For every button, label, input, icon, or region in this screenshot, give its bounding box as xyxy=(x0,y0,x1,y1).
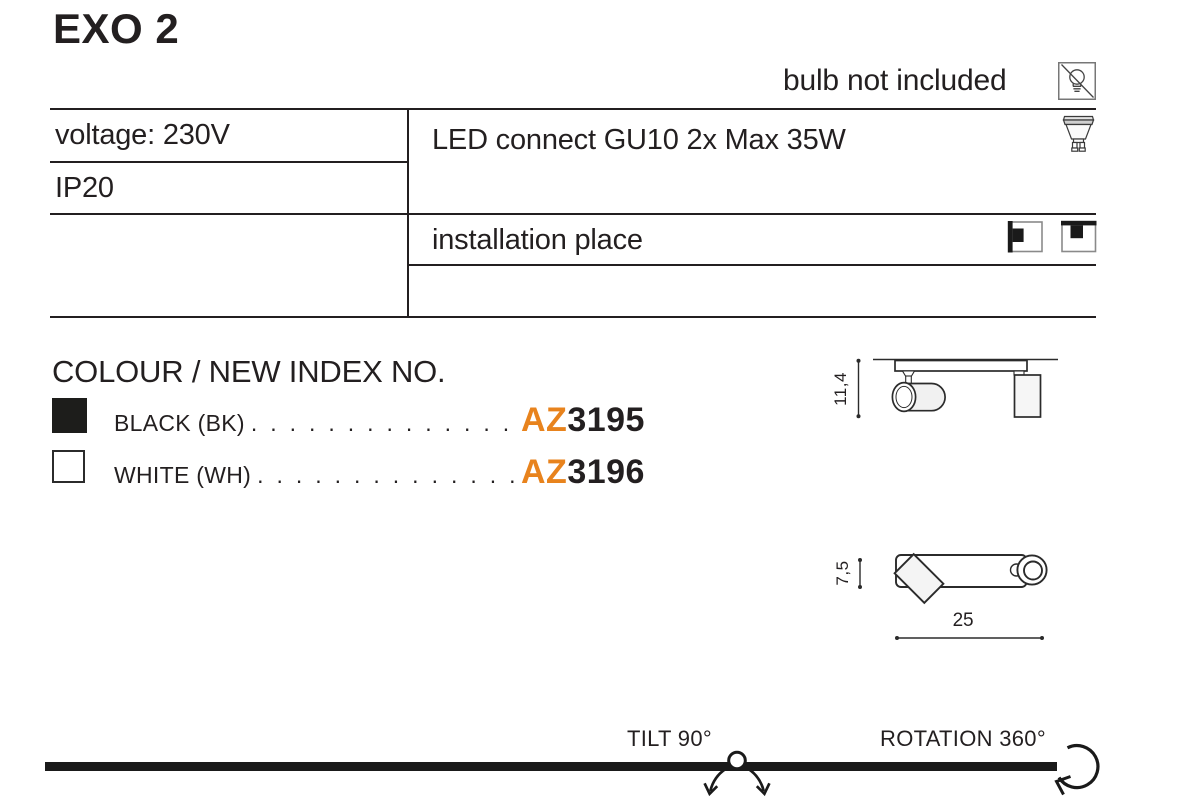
page-title: EXO 2 xyxy=(53,5,180,52)
black-code-prefix: AZ xyxy=(521,401,568,439)
rotation-icon xyxy=(1054,744,1100,796)
top-view-drawing xyxy=(858,552,1048,640)
colour-row-black-label: BLACK (BK). . . . . . . . . . . . . . . xyxy=(114,410,529,437)
table-mid-rule xyxy=(50,213,1096,215)
colour-row-white-label: WHITE (WH). . . . . . . . . . . . . . xyxy=(114,462,516,489)
table-bottom-rule xyxy=(50,316,1096,318)
black-swatch xyxy=(52,398,87,433)
front-view-height-dim: 11,4 xyxy=(831,372,850,406)
white-label: WHITE (WH) xyxy=(114,462,252,488)
front-view-drawing xyxy=(856,358,1058,419)
spec-installation: installation place xyxy=(432,224,643,256)
colour-row-white-code: AZ3196 xyxy=(521,453,645,492)
tilt-icon xyxy=(703,750,771,797)
footer-bar xyxy=(45,762,1057,771)
black-dots: . . . . . . . . . . . . . . . xyxy=(250,410,529,436)
top-view-width-dim: 25 xyxy=(952,610,974,631)
wall-mount-icon xyxy=(1007,221,1043,253)
gu10-bulb-icon xyxy=(1062,115,1095,152)
white-swatch xyxy=(52,450,85,483)
white-code-prefix: AZ xyxy=(521,453,568,491)
no-bulb-icon xyxy=(1058,62,1096,100)
table-column-divider xyxy=(407,108,409,318)
table-installation-rule xyxy=(408,264,1096,266)
tilt-label: TILT 90° xyxy=(627,726,712,751)
table-voltage-rule xyxy=(50,161,408,163)
colour-section-heading: COLOUR / NEW INDEX NO. xyxy=(52,354,446,389)
rotation-label: ROTATION 360° xyxy=(880,726,1046,751)
colour-row-black-code: AZ3195 xyxy=(521,401,645,440)
white-dots: . . . . . . . . . . . . . . xyxy=(257,462,516,488)
bulb-note: bulb not included xyxy=(783,64,1007,97)
black-code-number: 3195 xyxy=(567,401,645,439)
spec-ip-rating: IP20 xyxy=(55,172,114,204)
spec-voltage: voltage: 230V xyxy=(55,119,230,151)
black-label: BLACK (BK) xyxy=(114,410,245,436)
spec-lamp: LED connect GU10 2x Max 35W xyxy=(432,124,846,156)
table-top-rule xyxy=(50,108,1096,110)
white-code-number: 3196 xyxy=(567,453,645,491)
top-view-height-dim: 7,5 xyxy=(833,560,852,586)
ceiling-mount-icon xyxy=(1061,220,1097,253)
